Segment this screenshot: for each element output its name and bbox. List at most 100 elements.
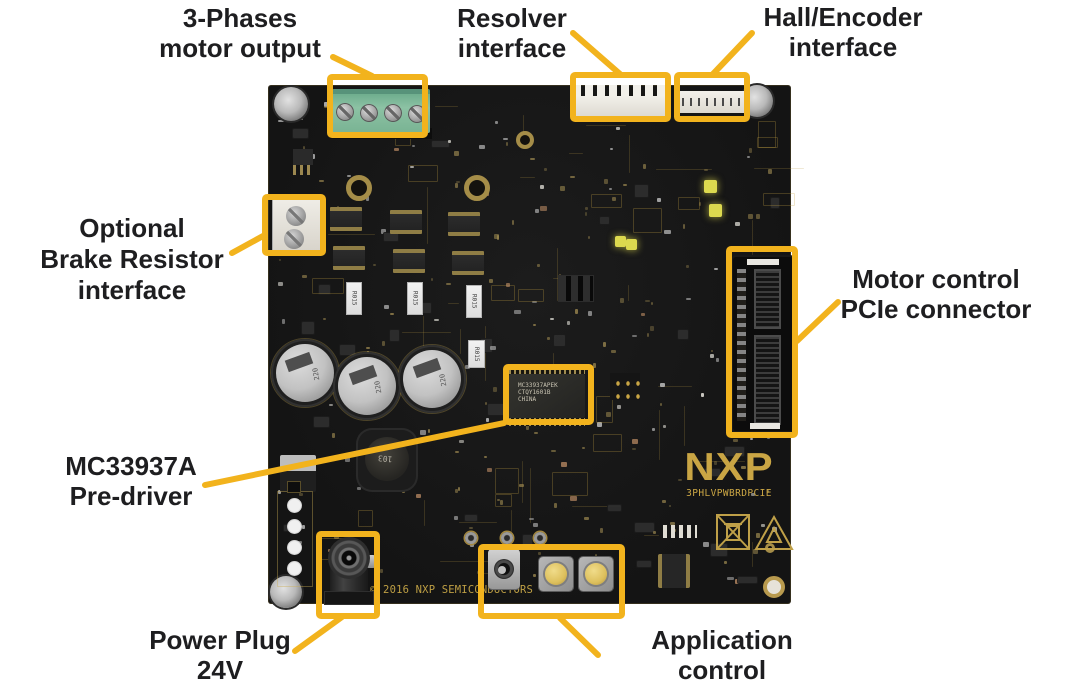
smd-component <box>741 466 746 469</box>
smd-component <box>724 561 727 564</box>
smd-component <box>751 493 755 496</box>
smd-component <box>454 151 459 156</box>
mounting-hole <box>516 131 534 149</box>
smd-component <box>408 165 438 182</box>
smd-component <box>538 552 541 555</box>
smd-component <box>591 194 622 208</box>
smd-component <box>595 554 597 557</box>
mounting-hole <box>464 175 490 201</box>
smd-component <box>554 503 557 508</box>
smd-component <box>487 468 492 472</box>
button-cap <box>585 563 607 585</box>
pad <box>287 481 301 493</box>
smd-component <box>560 186 565 191</box>
smd-component <box>632 448 636 450</box>
button-cap <box>545 563 567 585</box>
resolver-connector <box>573 85 668 98</box>
smd-component <box>714 268 718 270</box>
toggle-switch <box>488 549 520 589</box>
mosfet <box>333 246 365 270</box>
smd-component <box>497 499 500 501</box>
smd-component <box>645 300 650 302</box>
smd-component <box>701 393 704 397</box>
smd-component <box>569 153 583 154</box>
smd-component <box>610 148 613 150</box>
pcb-board: R015 R015 R015 R015 220 220 220 103 <box>268 85 804 608</box>
smd-component <box>302 275 307 278</box>
mosfet <box>452 251 484 275</box>
smd-component <box>650 326 654 331</box>
smd-component <box>557 248 558 301</box>
smd-component <box>600 528 603 533</box>
jumper-block <box>558 275 594 302</box>
smd-component <box>735 222 740 226</box>
smd-component <box>329 404 333 406</box>
highlight-resolver <box>570 72 671 122</box>
smd-component <box>456 181 460 183</box>
switch-lever <box>498 566 506 574</box>
label-brake-resistor: Optional Brake Resistor interface <box>40 213 224 305</box>
smd-component <box>750 438 753 440</box>
smd-component <box>465 365 470 369</box>
smd-component <box>767 490 769 493</box>
smd-component <box>427 187 428 244</box>
shunt-resistor: R015 <box>407 282 423 315</box>
smd-component <box>523 535 532 545</box>
smd-component <box>641 313 645 316</box>
smd-component <box>657 198 661 202</box>
smd-component <box>495 468 519 494</box>
connector-slot <box>754 269 781 329</box>
connector-end-cap <box>750 423 780 429</box>
smd-component <box>597 422 602 427</box>
status-led <box>704 180 717 193</box>
smd-component <box>384 305 389 309</box>
mosfet <box>448 212 480 236</box>
smd-component <box>390 313 394 315</box>
smd-component <box>282 319 285 324</box>
smd-component <box>697 461 745 462</box>
smd-component <box>733 439 738 442</box>
smd-component <box>312 278 344 294</box>
smd-component <box>756 533 760 538</box>
power-jack <box>328 537 370 579</box>
smd-component <box>470 542 474 547</box>
pin-header <box>610 373 640 400</box>
inductor-marking: 103 <box>377 453 393 464</box>
label-motor-output: 3-Phases motor output <box>159 3 321 63</box>
electrolytic-capacitor: 220 <box>403 350 461 408</box>
smd-component <box>604 179 608 184</box>
smd-component <box>651 302 653 305</box>
terminal-screw <box>286 206 306 226</box>
label-app-control: Application control switch and buttons <box>651 625 793 685</box>
smd-component <box>484 456 487 458</box>
smd-component <box>582 447 585 449</box>
status-led <box>615 236 626 247</box>
smd-component <box>416 494 421 498</box>
smd-component <box>518 289 544 302</box>
smd-component <box>324 102 328 107</box>
smd-component <box>644 535 659 536</box>
smd-component <box>616 127 620 130</box>
terminal-screw <box>384 104 402 122</box>
test-point <box>534 532 546 544</box>
smd-component <box>652 428 655 431</box>
smd-component <box>635 185 648 197</box>
smd-component <box>540 185 544 189</box>
smd-component <box>512 220 514 225</box>
label-predriver: MC33937A Pre-driver <box>65 451 197 511</box>
power-jack-base <box>324 591 374 605</box>
smd-component <box>533 324 536 326</box>
label-power-plug: Power Plug 24V <box>149 625 291 685</box>
label-hall-encoder: Hall/Encoder interface <box>763 2 923 62</box>
smd-component <box>554 335 565 346</box>
smd-component <box>455 451 459 453</box>
smd-component <box>428 429 430 433</box>
smd-component <box>424 500 425 526</box>
smd-component <box>481 339 492 352</box>
smd-component <box>552 472 588 496</box>
push-button <box>539 557 573 591</box>
smd-component <box>738 577 757 583</box>
smd-component <box>632 439 638 444</box>
smd-component <box>678 330 688 339</box>
